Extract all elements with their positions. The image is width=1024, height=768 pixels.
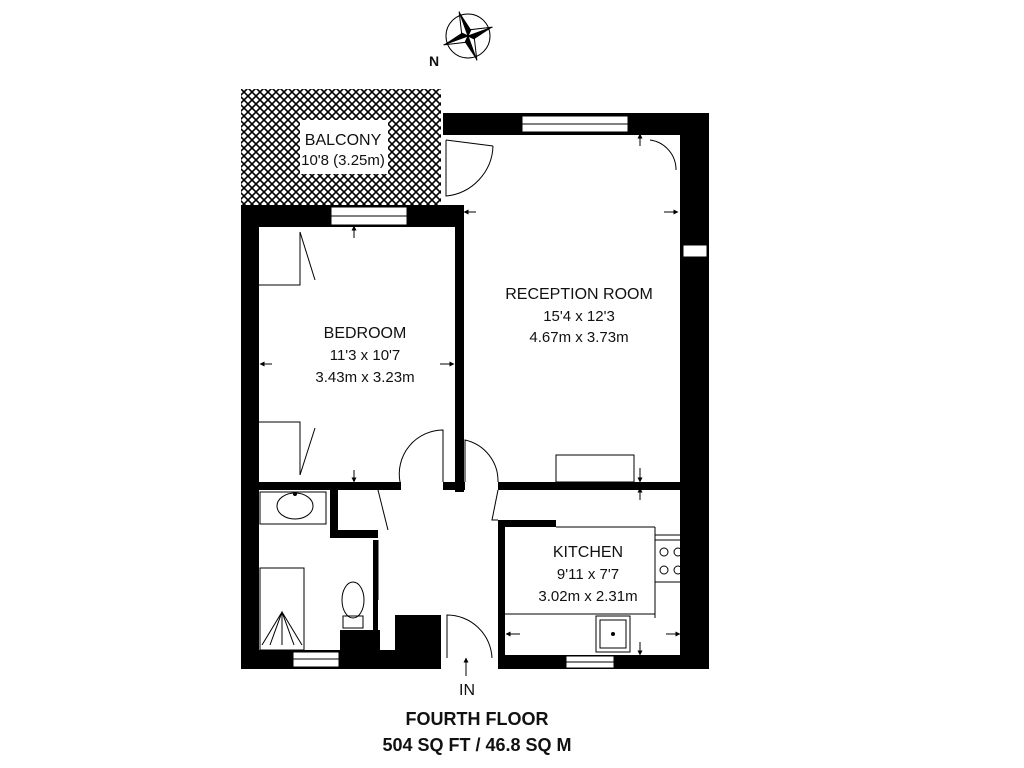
floor-area: 504 SQ FT / 46.8 SQ M bbox=[382, 735, 571, 755]
floor-name: FOURTH FLOOR bbox=[406, 709, 549, 729]
balcony-name: BALCONY bbox=[305, 132, 382, 149]
entrance-label: IN bbox=[459, 682, 475, 699]
windows bbox=[292, 115, 708, 669]
doors bbox=[259, 139, 677, 659]
balcony-dimensions: 10'8 (3.25m) bbox=[301, 152, 385, 169]
compass-north-label: N bbox=[429, 53, 439, 69]
dimension-arrows bbox=[259, 133, 681, 676]
kitchen-dimensions-imperial: 9'11 x 7'7 bbox=[557, 566, 619, 583]
reception-dimensions-metric: 4.67m x 3.73m bbox=[529, 329, 628, 346]
compass-icon bbox=[443, 11, 493, 61]
kitchen-fixtures bbox=[505, 454, 690, 653]
bathroom-fixtures bbox=[259, 491, 365, 651]
bedroom-dimensions-metric: 3.43m x 3.23m bbox=[315, 369, 414, 386]
kitchen-dimensions-metric: 3.02m x 2.31m bbox=[538, 588, 637, 605]
interior-walls bbox=[241, 205, 709, 660]
bedroom-name: BEDROOM bbox=[324, 325, 407, 342]
bedroom-dimensions-imperial: 11'3 x 10'7 bbox=[330, 347, 401, 364]
reception-name: RECEPTION ROOM bbox=[505, 286, 653, 303]
reception-dimensions-imperial: 15'4 x 12'3 bbox=[543, 308, 615, 325]
kitchen-name: KITCHEN bbox=[553, 544, 623, 561]
